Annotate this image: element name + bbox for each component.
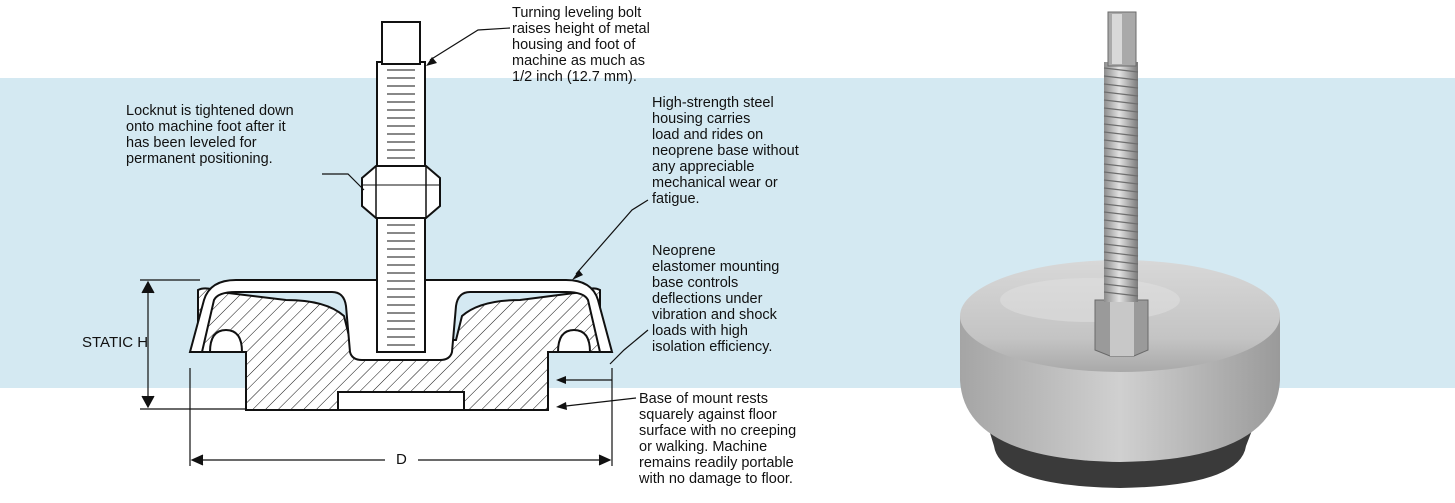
right-arch — [556, 328, 592, 353]
locknut-callout: Locknut is tightened down onto machine f… — [126, 103, 294, 167]
product-photo — [960, 11, 1280, 488]
neoprene-callout: Neoprene elastomer mounting base control… — [652, 243, 780, 355]
dimension-static-h — [140, 279, 246, 410]
locknut-leader — [322, 173, 365, 191]
base-leader — [565, 397, 637, 407]
photo-bolt-top-face — [1112, 14, 1122, 64]
bolt-top-shank — [381, 21, 421, 65]
bolt-leader — [429, 27, 511, 61]
housing-leader — [575, 199, 649, 275]
hex-locknut — [361, 165, 441, 219]
base-callout: Base of mount rests squarely against flo… — [639, 391, 797, 487]
cross-section-drawing — [188, 21, 614, 411]
photo-bolt-threads — [1103, 67, 1139, 297]
leader-arrowheads — [426, 57, 583, 410]
bolt-threads — [387, 69, 415, 346]
leader-lines — [322, 27, 649, 407]
housing-callout: High-strength steel housing carries load… — [652, 95, 799, 207]
neoprene-leader — [609, 329, 649, 365]
bolt-callout: Turning leveling bolt raises height of m… — [512, 5, 650, 85]
cap-top-highlight — [1000, 278, 1180, 322]
base-recess — [337, 391, 465, 411]
left-arch — [208, 328, 244, 353]
d-label: D — [396, 451, 407, 468]
static-h-label: STATIC H — [82, 334, 149, 351]
dimension-d — [189, 368, 613, 466]
photo-hex-nut-face — [1110, 300, 1134, 356]
